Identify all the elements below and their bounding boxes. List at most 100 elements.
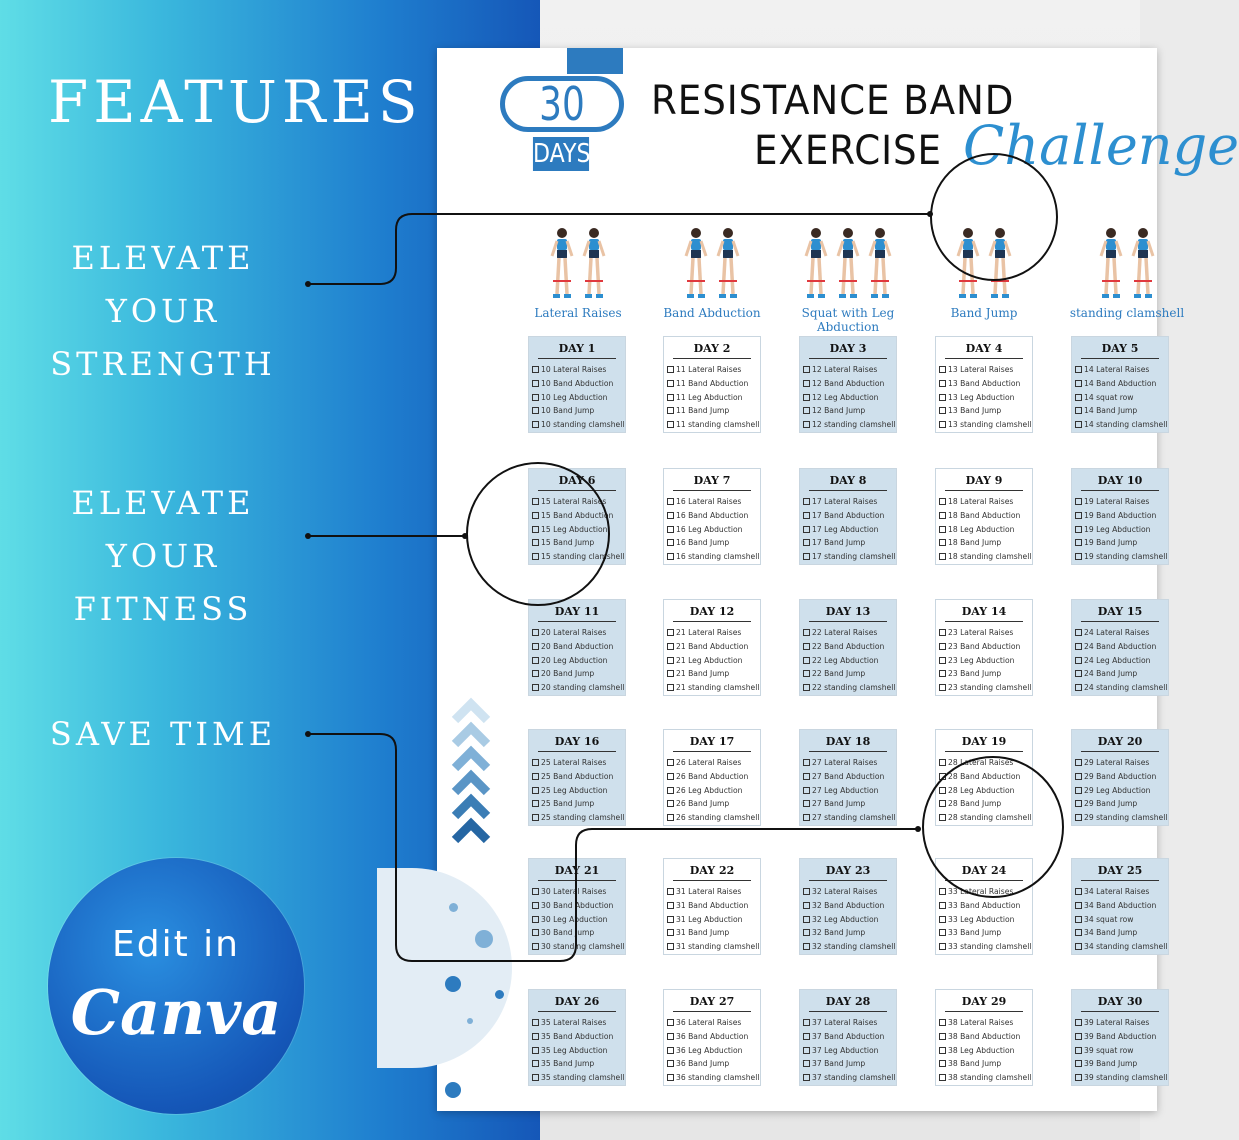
checkbox-icon[interactable]	[667, 670, 674, 678]
checkbox-icon[interactable]	[939, 553, 946, 561]
checkbox-icon[interactable]	[532, 539, 539, 547]
checkbox-icon[interactable]	[532, 656, 539, 664]
checkbox-icon[interactable]	[667, 421, 674, 429]
checkbox-icon[interactable]	[1075, 929, 1082, 937]
checkbox-icon[interactable]	[803, 421, 810, 429]
checkbox-icon[interactable]	[939, 498, 946, 505]
checkbox-icon[interactable]	[939, 511, 946, 519]
checkbox-icon[interactable]	[803, 888, 810, 895]
checkbox-icon[interactable]	[532, 1032, 539, 1040]
checkbox-icon[interactable]	[939, 379, 946, 387]
checkbox-icon[interactable]	[803, 525, 810, 533]
checkbox-icon[interactable]	[803, 901, 810, 909]
checkbox-icon[interactable]	[803, 684, 810, 692]
checkbox-icon[interactable]	[532, 1060, 539, 1068]
checkbox-icon[interactable]	[1075, 642, 1082, 650]
checkbox-icon[interactable]	[803, 943, 810, 951]
checkbox-icon[interactable]	[939, 1019, 946, 1026]
checkbox-icon[interactable]	[667, 539, 674, 547]
checkbox-icon[interactable]	[532, 1019, 539, 1026]
checkbox-icon[interactable]	[667, 525, 674, 533]
checkbox-icon[interactable]	[1075, 1060, 1082, 1068]
checkbox-icon[interactable]	[532, 379, 539, 387]
checkbox-icon[interactable]	[1075, 800, 1082, 808]
checkbox-icon[interactable]	[667, 759, 674, 766]
checkbox-icon[interactable]	[1075, 684, 1082, 692]
checkbox-icon[interactable]	[939, 772, 946, 780]
checkbox-icon[interactable]	[667, 656, 674, 664]
checkbox-icon[interactable]	[939, 1032, 946, 1040]
checkbox-icon[interactable]	[532, 915, 539, 923]
checkbox-icon[interactable]	[532, 366, 539, 373]
checkbox-icon[interactable]	[667, 929, 674, 937]
checkbox-icon[interactable]	[939, 1074, 946, 1082]
checkbox-icon[interactable]	[803, 814, 810, 822]
checkbox-icon[interactable]	[1075, 498, 1082, 505]
checkbox-icon[interactable]	[532, 888, 539, 895]
checkbox-icon[interactable]	[939, 800, 946, 808]
checkbox-icon[interactable]	[803, 1074, 810, 1082]
checkbox-icon[interactable]	[532, 498, 539, 505]
checkbox-icon[interactable]	[939, 539, 946, 547]
checkbox-icon[interactable]	[667, 1060, 674, 1068]
checkbox-icon[interactable]	[1075, 553, 1082, 561]
checkbox-icon[interactable]	[667, 901, 674, 909]
checkbox-icon[interactable]	[667, 772, 674, 780]
checkbox-icon[interactable]	[667, 393, 674, 401]
checkbox-icon[interactable]	[532, 553, 539, 561]
checkbox-icon[interactable]	[1075, 393, 1082, 401]
checkbox-icon[interactable]	[1075, 525, 1082, 533]
checkbox-icon[interactable]	[1075, 670, 1082, 678]
checkbox-icon[interactable]	[667, 642, 674, 650]
checkbox-icon[interactable]	[803, 366, 810, 373]
checkbox-icon[interactable]	[667, 1046, 674, 1054]
checkbox-icon[interactable]	[803, 929, 810, 937]
checkbox-icon[interactable]	[1075, 407, 1082, 415]
checkbox-icon[interactable]	[667, 943, 674, 951]
checkbox-icon[interactable]	[667, 684, 674, 692]
checkbox-icon[interactable]	[1075, 786, 1082, 794]
checkbox-icon[interactable]	[939, 915, 946, 923]
checkbox-icon[interactable]	[1075, 511, 1082, 519]
checkbox-icon[interactable]	[803, 498, 810, 505]
checkbox-icon[interactable]	[803, 553, 810, 561]
checkbox-icon[interactable]	[939, 901, 946, 909]
checkbox-icon[interactable]	[803, 800, 810, 808]
checkbox-icon[interactable]	[532, 901, 539, 909]
checkbox-icon[interactable]	[803, 539, 810, 547]
checkbox-icon[interactable]	[667, 511, 674, 519]
checkbox-icon[interactable]	[803, 786, 810, 794]
checkbox-icon[interactable]	[803, 670, 810, 678]
checkbox-icon[interactable]	[1075, 759, 1082, 766]
checkbox-icon[interactable]	[532, 642, 539, 650]
checkbox-icon[interactable]	[939, 814, 946, 822]
checkbox-icon[interactable]	[939, 888, 946, 895]
checkbox-icon[interactable]	[532, 800, 539, 808]
checkbox-icon[interactable]	[532, 772, 539, 780]
checkbox-icon[interactable]	[667, 379, 674, 387]
checkbox-icon[interactable]	[939, 421, 946, 429]
checkbox-icon[interactable]	[532, 629, 539, 636]
checkbox-icon[interactable]	[1075, 1046, 1082, 1054]
checkbox-icon[interactable]	[939, 642, 946, 650]
checkbox-icon[interactable]	[532, 407, 539, 415]
checkbox-icon[interactable]	[939, 786, 946, 794]
checkbox-icon[interactable]	[667, 553, 674, 561]
checkbox-icon[interactable]	[532, 511, 539, 519]
checkbox-icon[interactable]	[939, 684, 946, 692]
checkbox-icon[interactable]	[939, 943, 946, 951]
checkbox-icon[interactable]	[939, 656, 946, 664]
checkbox-icon[interactable]	[803, 759, 810, 766]
checkbox-icon[interactable]	[667, 915, 674, 923]
checkbox-icon[interactable]	[803, 656, 810, 664]
checkbox-icon[interactable]	[667, 629, 674, 636]
checkbox-icon[interactable]	[667, 407, 674, 415]
checkbox-icon[interactable]	[667, 800, 674, 808]
checkbox-icon[interactable]	[939, 407, 946, 415]
checkbox-icon[interactable]	[939, 670, 946, 678]
checkbox-icon[interactable]	[532, 525, 539, 533]
checkbox-icon[interactable]	[1075, 915, 1082, 923]
checkbox-icon[interactable]	[667, 888, 674, 895]
checkbox-icon[interactable]	[803, 642, 810, 650]
checkbox-icon[interactable]	[532, 1046, 539, 1054]
